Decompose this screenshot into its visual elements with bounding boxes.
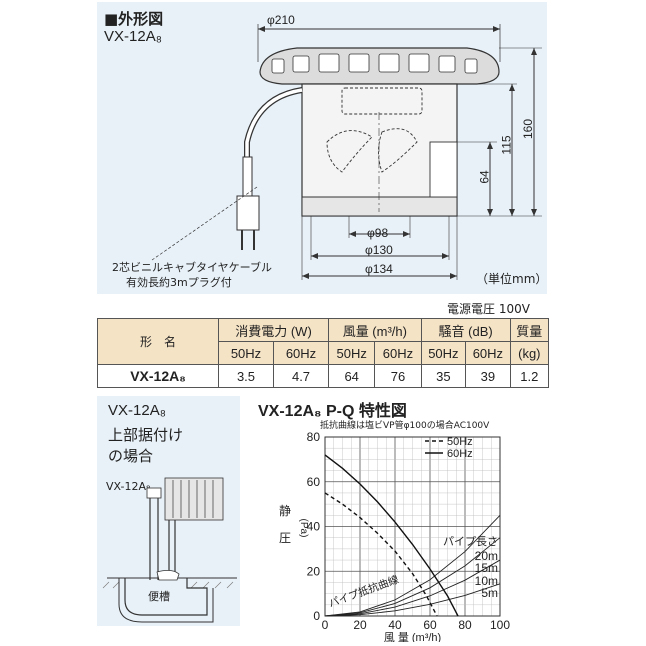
x-axis-label: 風 量 (m³/h) [384, 631, 441, 642]
chart-title: VX-12A₈ P-Q 特性図 [258, 403, 407, 420]
cable-note-line1: 2芯ビニルキャブタイヤケーブル [112, 261, 273, 274]
row-power-60: 4.7 [272, 364, 330, 388]
y-tick-label: 60 [307, 475, 321, 489]
install-line3: の場合 [108, 447, 154, 465]
dim-d98: φ98 [367, 226, 389, 240]
resistance-label-5m: 5m [481, 586, 498, 600]
y-axis-label-unit: (Pa) [298, 519, 309, 538]
row-model: VX-12A₈ [97, 364, 219, 388]
x-tick-label: 40 [388, 618, 402, 632]
install-line2: 上部据付け [108, 426, 184, 444]
y-tick-label: 40 [307, 520, 321, 534]
legend-label-60hz: 60Hz [447, 448, 473, 460]
cable-note-line2: 有効長約3mプラグ付 [126, 276, 232, 289]
header-air-60hz: 60Hz [374, 341, 422, 365]
header-mass-unit: (kg) [509, 341, 550, 365]
outline-title: ■外形図 [104, 10, 164, 28]
install-line1: VX-12A₈ [108, 402, 166, 419]
resistance-label-20m: 20m [475, 549, 498, 563]
resistance-curve-20m [324, 514, 501, 617]
header-model: 形 名 [97, 318, 219, 365]
dim-h64: 64 [477, 170, 492, 184]
resistance-curve-5m [324, 583, 501, 617]
x-tick-label: 60 [423, 618, 437, 632]
toilet-label: 便槽 [148, 590, 170, 603]
pipe-length-label: パイプ長さ [443, 535, 498, 548]
y-tick-label: 80 [307, 430, 321, 444]
header-power-60hz: 60Hz [272, 341, 330, 365]
y-axis-label-1: 静 [279, 504, 291, 518]
resistance-label-15m: 15m [475, 561, 498, 575]
x-tick-label: 100 [490, 618, 510, 632]
series-line-50Hz [324, 492, 438, 617]
dim-d130: φ130 [365, 243, 393, 257]
outline-model: VX-12A₈ [104, 28, 162, 45]
header-air-50hz: 50Hz [328, 341, 376, 365]
chart-note: 抵抗曲線は塩ビVP管φ100の場合AC100V [320, 421, 490, 431]
resistance-label-10m: 10m [475, 574, 498, 588]
x-tick-label: 20 [353, 618, 367, 632]
unit-label: （単位mm） [476, 272, 548, 286]
dim-d134: φ134 [365, 262, 393, 276]
y-tick-label: 20 [307, 564, 321, 578]
header-power: 消費電力 (W) [217, 318, 330, 342]
legend-label-50hz: 50Hz [447, 436, 473, 448]
y-axis-label-2: 圧 [279, 531, 291, 545]
header-mass: 質量 [509, 318, 550, 342]
spec-table: 形 名 消費電力 (W) 風量 (m³/h) 騒音 (dB) 質量 50Hz 6… [97, 318, 550, 388]
y-tick-label: 0 [313, 609, 320, 623]
header-noise-50hz: 50Hz [420, 341, 467, 365]
header-noise-60hz: 60Hz [465, 341, 511, 365]
series-line-60Hz [324, 454, 459, 617]
row-noise-50: 35 [420, 364, 467, 388]
row-air-50: 64 [328, 364, 376, 388]
voltage-label: 電源電圧 100V [447, 302, 530, 316]
resistance-curve-10m [324, 559, 501, 617]
dim-h160: 160 [521, 118, 536, 140]
header-airflow: 風量 (m³/h) [328, 318, 422, 342]
row-air-60: 76 [374, 364, 422, 388]
install-model-label: VX-12A₈ [106, 480, 151, 493]
dim-d210: φ210 [267, 13, 295, 27]
dim-h115: 115 [499, 135, 514, 155]
resistance-curve-15m [324, 537, 501, 617]
row-power-50: 3.5 [218, 364, 274, 388]
header-power-50hz: 50Hz [218, 341, 274, 365]
row-noise-60: 39 [465, 364, 511, 388]
row-mass: 1.2 [509, 364, 550, 388]
x-tick-label: 0 [322, 618, 329, 632]
outline-drawing [151, 24, 542, 280]
x-tick-label: 80 [458, 618, 472, 632]
plot-frame [324, 436, 501, 617]
install-drawing [102, 477, 237, 623]
header-noise: 騒音 (dB) [420, 318, 511, 342]
